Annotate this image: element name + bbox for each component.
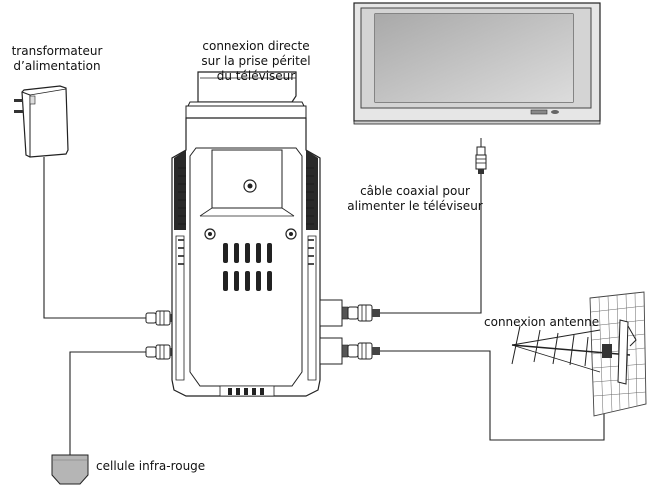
antenna-label: connexion antenne: [484, 315, 600, 329]
coax-out-plug-icon: [347, 304, 380, 322]
ir-sensor-icon: [51, 454, 89, 485]
scart-connector-icon: [185, 71, 307, 119]
scart-label: connexion directe sur la prise péritel d…: [201, 39, 311, 83]
power-adapter-icon: [14, 85, 69, 158]
receiver-box: [171, 117, 321, 397]
vent-slots: [223, 243, 272, 291]
coax-plug-icon: [475, 138, 487, 174]
antenna-plug-icon: [347, 342, 380, 360]
side-ridges: [178, 167, 314, 265]
power-adapter-label: transformateur d’alimentation: [11, 44, 103, 73]
coax-label: câble coaxial pour alimenter le télévise…: [347, 184, 483, 213]
antenna-icon: [511, 291, 647, 417]
bottom-slots: [228, 388, 264, 395]
ir-label: cellule infra-rouge: [96, 459, 206, 473]
rf-ports: [319, 299, 349, 365]
tv-icon: [353, 2, 601, 125]
